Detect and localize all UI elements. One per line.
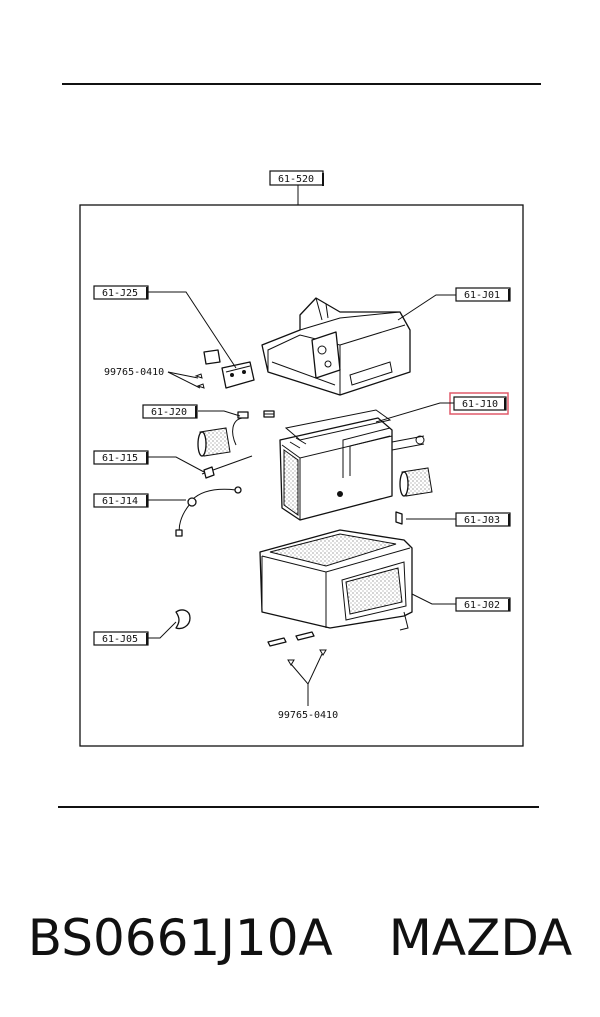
packing-part	[175, 609, 191, 630]
diagram-frame	[79, 204, 524, 747]
callout-j05[interactable]: 61-J05	[93, 621, 177, 646]
assembly-label: 61-520	[278, 174, 314, 185]
upper-case-part	[261, 297, 411, 396]
callout-j14-label: 61-J14	[102, 496, 138, 507]
screw-part-top-label: 99765-0410	[104, 367, 164, 378]
callout-j10-label: 61-J10	[462, 399, 498, 410]
bottom-clips-part	[267, 631, 327, 666]
seal-right-part	[399, 467, 433, 497]
seal-left-part	[197, 427, 231, 457]
sensor-part	[201, 455, 253, 479]
callout-j03-label: 61-J03	[464, 515, 500, 526]
callout-j02-label: 61-J02	[464, 600, 500, 611]
callout-j15[interactable]: 61-J15	[93, 450, 205, 473]
resistor-part	[203, 349, 255, 389]
caption: BS0661J10A MAZDA	[0, 903, 600, 973]
screw-part-bottom-label: 99765-0410	[278, 710, 338, 721]
callout-j25[interactable]: 61-J25	[93, 285, 237, 369]
screw-part-bottom: 99765-0410	[278, 653, 338, 721]
callout-j14[interactable]: 61-J14	[93, 493, 186, 508]
assembly-callout[interactable]: 61-520	[269, 170, 324, 205]
part-number: BS0661J10A	[27, 909, 333, 967]
callout-j05-label: 61-J05	[102, 634, 138, 645]
callout-j15-label: 61-J15	[102, 453, 138, 464]
parts-diagram: 61-520 61-J01 61-J25 99765-0410	[79, 170, 524, 747]
callout-j02[interactable]: 61-J02	[411, 593, 511, 612]
top-divider	[62, 83, 541, 85]
callout-j20[interactable]: 61-J20	[142, 404, 241, 419]
drain-part	[175, 486, 242, 537]
callout-j03[interactable]: 61-J03	[406, 512, 511, 527]
callout-j20-label: 61-J20	[151, 407, 187, 418]
screw-part-top: 99765-0410	[104, 367, 205, 389]
bottom-divider	[58, 806, 539, 808]
callout-j01[interactable]: 61-J01	[397, 287, 511, 321]
brand-name: MAZDA	[388, 909, 573, 967]
callout-j25-label: 61-J25	[102, 288, 138, 299]
callout-j10[interactable]: 61-J10	[375, 392, 509, 423]
lower-case-part	[259, 529, 413, 631]
evaporator-part	[279, 409, 425, 521]
clip-part	[395, 511, 403, 525]
callout-j01-label: 61-J01	[464, 290, 500, 301]
